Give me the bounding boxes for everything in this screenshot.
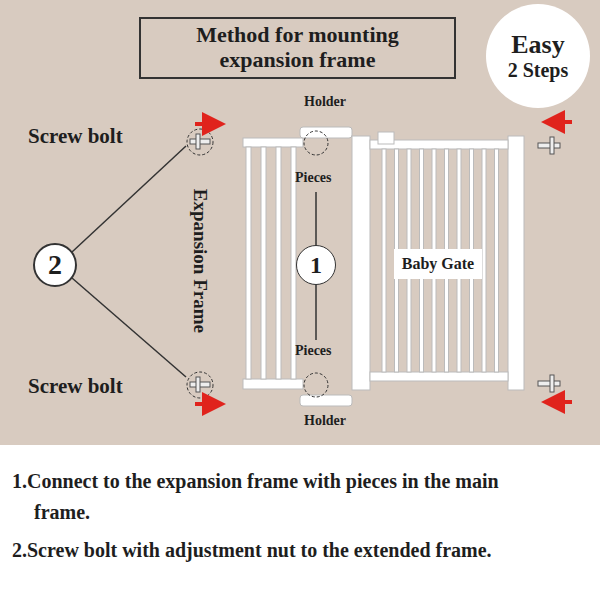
node-text: 1 [310, 252, 322, 278]
frame-bar [276, 147, 281, 379]
leader-line [315, 192, 317, 246]
node-text: 2 Steps [508, 59, 569, 81]
label-box: Baby Gate [394, 249, 482, 279]
pieces-marker [304, 131, 328, 155]
screw-bolt [538, 137, 560, 392]
frame-bar [261, 147, 266, 379]
frame-bar [382, 149, 386, 372]
baby-gate-frame [352, 132, 524, 390]
node-text: 2 [48, 250, 62, 281]
node-text: Easy [511, 31, 564, 60]
part-label: Holder [304, 94, 346, 110]
callout-number: 2 [33, 243, 78, 288]
leader-line [72, 278, 186, 377]
callout-number: 1 [296, 245, 336, 285]
red-arrow [195, 402, 222, 406]
instruction-text: 2.Screw bolt with adjustment nut to the … [12, 535, 504, 566]
part-label: Screw bolt [28, 374, 123, 398]
frame-bar [482, 149, 486, 372]
part-label: Expansion Frame [189, 176, 211, 346]
part-label: Holder [304, 413, 346, 429]
red-arrow [545, 400, 572, 404]
leader-line [72, 146, 186, 252]
frame-bar [246, 147, 251, 379]
instruction-text: 1.Connect to the expansion frame with pi… [12, 466, 504, 528]
part-label: Pieces [295, 170, 332, 186]
part-label: Screw bolt [28, 124, 123, 148]
title: Method for mounting expansion frame [150, 22, 445, 73]
badge-circle: Easy2 Steps [486, 4, 590, 108]
title-box [140, 18, 455, 78]
holder-piece [300, 395, 352, 406]
red-arrow [545, 120, 572, 124]
frame-bar [495, 149, 499, 372]
red-arrow [195, 122, 222, 126]
part-label: Pieces [295, 343, 332, 359]
node-text: Baby Gate [402, 255, 474, 273]
expansion-frame [243, 138, 303, 389]
screw-bolt [187, 129, 213, 398]
background-band [0, 0, 600, 445]
pieces-marker [304, 373, 328, 397]
leader-line [315, 284, 317, 340]
